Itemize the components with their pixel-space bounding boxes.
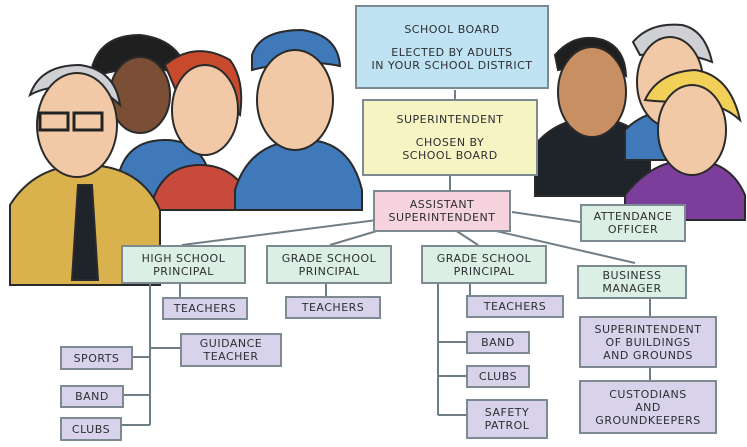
- school-board-box: SCHOOL BOARD ELECTED BY ADULTS IN YOUR S…: [355, 5, 549, 89]
- people-group-left: [9, 28, 363, 286]
- superintendent-box: SUPERINTENDENT CHOSEN BY SCHOOL BOARD: [362, 99, 538, 176]
- superintendent-buildings-box: SUPERINTENDENT OF BUILDINGS AND GROUNDS: [579, 316, 717, 368]
- grade-school-teachers-box-2: TEACHERS: [466, 295, 564, 318]
- grade-school-principal-box-2: GRADE SCHOOL PRINCIPAL: [421, 245, 547, 284]
- superintendent-subtitle: CHOSEN BY SCHOOL BOARD: [402, 136, 498, 162]
- high-school-principal-box: HIGH SCHOOL PRINCIPAL: [121, 245, 246, 284]
- school-board-subtitle: ELECTED BY ADULTS IN YOUR SCHOOL DISTRIC…: [371, 45, 533, 72]
- grade-school-clubs-box: CLUBS: [466, 365, 530, 388]
- custodians-box: CUSTODIANS AND GROUNDKEEPERS: [579, 380, 717, 434]
- grade-school-teachers-box-1: TEACHERS: [285, 296, 381, 319]
- superintendent-title: SUPERINTENDENT: [396, 113, 504, 126]
- people-group-right: [534, 23, 746, 221]
- high-school-teachers-box: TEACHERS: [162, 297, 248, 320]
- business-manager-box: BUSINESS MANAGER: [577, 265, 687, 299]
- high-school-clubs-box: CLUBS: [60, 417, 122, 441]
- high-school-band-box: BAND: [60, 385, 124, 408]
- safety-patrol-box: SAFETY PATROL: [466, 399, 548, 439]
- high-school-sports-box: SPORTS: [60, 346, 133, 370]
- attendance-officer-box: ATTENDANCE OFFICER: [580, 204, 686, 242]
- grade-school-band-box: BAND: [466, 331, 530, 354]
- school-board-title: SCHOOL BOARD: [404, 22, 500, 36]
- grade-school-principal-box-1: GRADE SCHOOL PRINCIPAL: [266, 245, 392, 284]
- assistant-superintendent-box: ASSISTANT SUPERINTENDENT: [373, 190, 511, 232]
- guidance-teacher-box: GUIDANCE TEACHER: [180, 333, 282, 367]
